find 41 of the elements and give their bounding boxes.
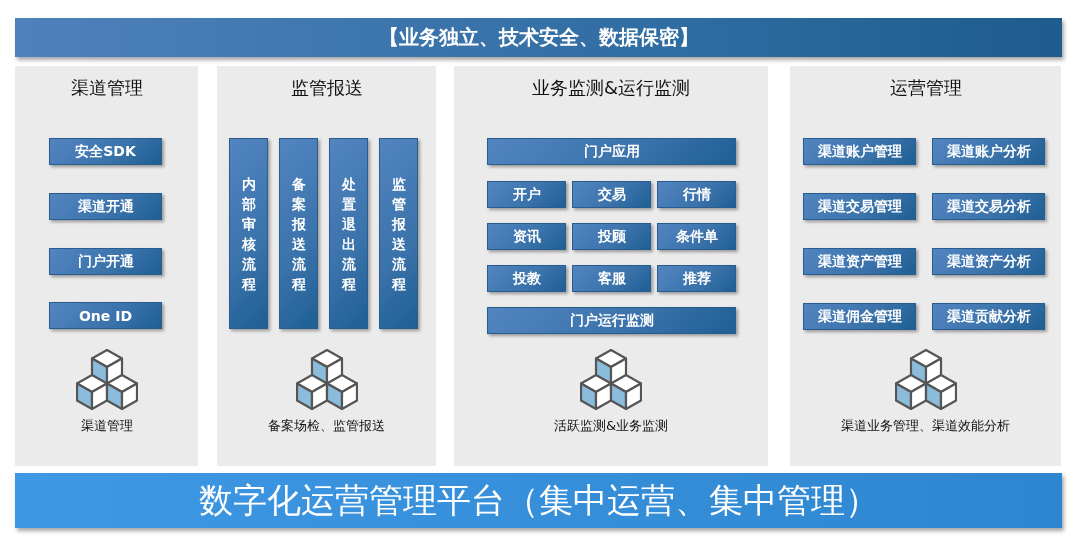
function-box: 渠道交易管理 [803,193,916,220]
banner: 【业务独立、技术安全、数据保密】 [15,18,1062,57]
function-box: 条件单 [657,223,736,250]
panel-heading: 运营管理 [888,76,963,100]
process-bar: 监管报送流程 [379,138,418,329]
icon-caption: 活跃监测&业务监测 [552,417,670,435]
function-box: 交易 [572,181,651,208]
function-box: 门户开通 [49,248,162,275]
platform-banner: 数字化运营管理平台（集中运营、集中管理） [15,473,1062,528]
function-box: 行情 [657,181,736,208]
module-panel [790,66,1061,466]
function-box: 渠道账户管理 [803,138,916,165]
function-box: 投顾 [572,223,651,250]
function-box: One ID [49,302,162,329]
function-box: 渠道佣金管理 [803,303,916,330]
function-box: 渠道开通 [49,193,162,220]
module-panel [15,66,198,466]
panel-heading: 业务监测&运行监测 [530,76,691,100]
module-panel [217,66,436,466]
function-box: 门户运行监测 [487,307,736,334]
function-box: 安全SDK [49,138,162,165]
function-box: 门户应用 [487,138,736,165]
function-box: 渠道交易分析 [932,193,1045,220]
function-box: 开户 [487,181,566,208]
function-box: 渠道账户分析 [932,138,1045,165]
function-box: 渠道资产分析 [932,248,1045,275]
icon-caption: 渠道业务管理、渠道效能分析 [840,417,1011,435]
process-bar: 备案报送流程 [279,138,318,329]
panel-heading: 渠道管理 [69,76,144,100]
function-box: 投教 [487,265,566,292]
process-bar: 处置退出流程 [329,138,368,329]
function-box: 渠道贡献分析 [932,303,1045,330]
function-box: 渠道资产管理 [803,248,916,275]
panel-heading: 监管报送 [289,76,364,100]
function-box: 客服 [572,265,651,292]
function-box: 资讯 [487,223,566,250]
process-bar: 内部审核流程 [229,138,268,329]
icon-caption: 备案场检、监管报送 [267,417,386,435]
module-panel [454,66,768,466]
function-box: 推荐 [657,265,736,292]
icon-caption: 渠道管理 [79,417,134,435]
